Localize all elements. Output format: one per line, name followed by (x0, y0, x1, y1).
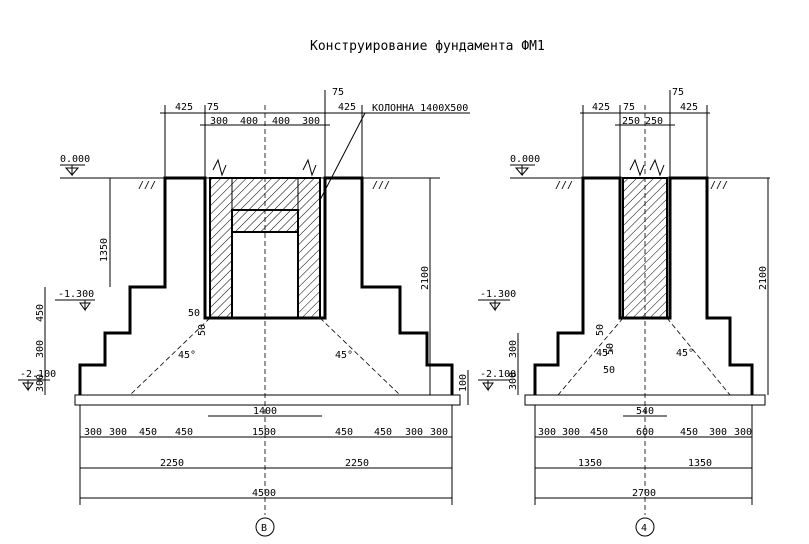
right-dim-300b: 300 (508, 372, 519, 390)
left-bdim-2: 300 (109, 427, 127, 438)
right-level-top-marker (514, 165, 530, 177)
right-dim-75a: 75 (623, 102, 635, 113)
left-angle-a: 45° (178, 350, 196, 361)
level-top-marker (64, 165, 80, 177)
right-level-mid-label: -1.300 (480, 289, 516, 300)
right-angle-b: 45° (676, 348, 694, 359)
column-label-leader (319, 112, 366, 201)
left-bdim-1: 300 (84, 427, 102, 438)
column-label: КОЛОННА 1400X500 (372, 103, 468, 114)
level-bottom-label: -2.100 (20, 369, 56, 380)
drawing-title: Конструирование фундамента ФМ1 (310, 39, 545, 54)
left-column-edge (209, 178, 321, 319)
right-half-dim-2: 1350 (688, 458, 712, 469)
left-axis-bubble (255, 517, 275, 537)
right-cone-line-2 (666, 317, 731, 396)
right-axis-bubble (635, 517, 655, 537)
right-dim-75b: 75 (672, 87, 684, 98)
right-bdim-7: 300 (734, 427, 752, 438)
right-bdim-5: 450 (680, 427, 698, 438)
left-bdim-4: 450 (175, 427, 193, 438)
right-bdim-3: 450 (590, 427, 608, 438)
left-dim-2100: 2100 (420, 266, 431, 290)
left-dim-300a: 300 (210, 116, 228, 127)
right-cone-line-1 (557, 317, 624, 396)
right-bdim-4: 600 (636, 427, 654, 438)
left-half-dim-1: 2250 (160, 458, 184, 469)
left-dim-425b: 425 (338, 102, 356, 113)
right-break-mark-1 (629, 158, 645, 177)
left-dim-300a-v: 300 (35, 340, 46, 358)
right-level-top-label: 0.000 (510, 154, 540, 165)
level-bottom-marker (22, 380, 34, 392)
left-bdim-3: 450 (139, 427, 157, 438)
right-half-dim-1: 1350 (578, 458, 602, 469)
right-dim-50c: 50 (603, 365, 615, 376)
right-bdim-2: 300 (562, 427, 580, 438)
left-angle-b: 45° (335, 350, 353, 361)
right-dim-425a: 425 (592, 102, 610, 113)
left-dim-50a: 50 (188, 308, 200, 319)
left-cone-line-2 (319, 317, 401, 396)
right-level-mid-marker (489, 300, 501, 312)
left-break-mark-2 (302, 158, 317, 177)
right-bdim-1: 300 (538, 427, 556, 438)
left-dim-450: 450 (35, 304, 46, 322)
left-bdim-6: 450 (335, 427, 353, 438)
left-half-dim-2: 2250 (345, 458, 369, 469)
left-ground-mark: /// (138, 180, 156, 191)
left-dim-100: 100 (458, 374, 469, 392)
right-bdim-6: 300 (709, 427, 727, 438)
left-dim-400a: 400 (240, 116, 258, 127)
right-dim-50b: 50 (605, 343, 616, 355)
left-dim-1350: 1350 (99, 238, 110, 262)
left-total-dim: 4500 (252, 488, 276, 499)
left-break-mark-1 (212, 158, 227, 177)
left-axis-label: В (261, 523, 267, 534)
right-section: /// /// 425 75 250 250 75 425 0.000 -1.3… (478, 87, 770, 537)
left-bdim-8: 300 (405, 427, 423, 438)
level-mid-marker (79, 300, 91, 312)
left-dim-75b: 75 (332, 87, 344, 98)
right-dim-250a: 250 (622, 116, 640, 127)
right-total-dim: 2700 (632, 488, 656, 499)
right-ground-mark-left: /// (372, 180, 390, 191)
right-ground-mark-b: /// (710, 180, 728, 191)
level-mid-label: -1.300 (58, 289, 94, 300)
left-base-slab (74, 394, 461, 406)
left-bdim-5: 1500 (252, 427, 276, 438)
left-cone-line-1 (129, 317, 211, 396)
left-section: /// /// 425 75 300 400 400 300 75 425 КО… (18, 87, 470, 537)
right-break-mark-2 (649, 158, 665, 177)
level-top-label: 0.000 (60, 154, 90, 165)
left-dim-425a: 425 (175, 102, 193, 113)
left-dim-300b: 300 (302, 116, 320, 127)
right-dim-50a: 50 (595, 324, 606, 336)
right-level-bottom-marker (482, 380, 494, 392)
right-angle-a: 45° (596, 348, 614, 359)
left-dim-400b: 400 (272, 116, 290, 127)
right-axis-label: 4 (641, 523, 647, 534)
left-dim-1400: 1400 (253, 406, 277, 417)
right-level-bottom-label: -2.100 (480, 369, 516, 380)
right-dim-2100: 2100 (758, 266, 769, 290)
right-dim-300a: 300 (508, 340, 519, 358)
left-dim-300b-v: 300 (35, 374, 46, 392)
right-ground-mark-a: /// (555, 180, 573, 191)
right-dim-540: 540 (636, 406, 654, 417)
right-dim-250b: 250 (645, 116, 663, 127)
left-dim-75a: 75 (207, 102, 219, 113)
left-bdim-9: 300 (430, 427, 448, 438)
left-bdim-7: 450 (374, 427, 392, 438)
left-dim-50b: 50 (197, 324, 208, 336)
right-dim-425b: 425 (680, 102, 698, 113)
